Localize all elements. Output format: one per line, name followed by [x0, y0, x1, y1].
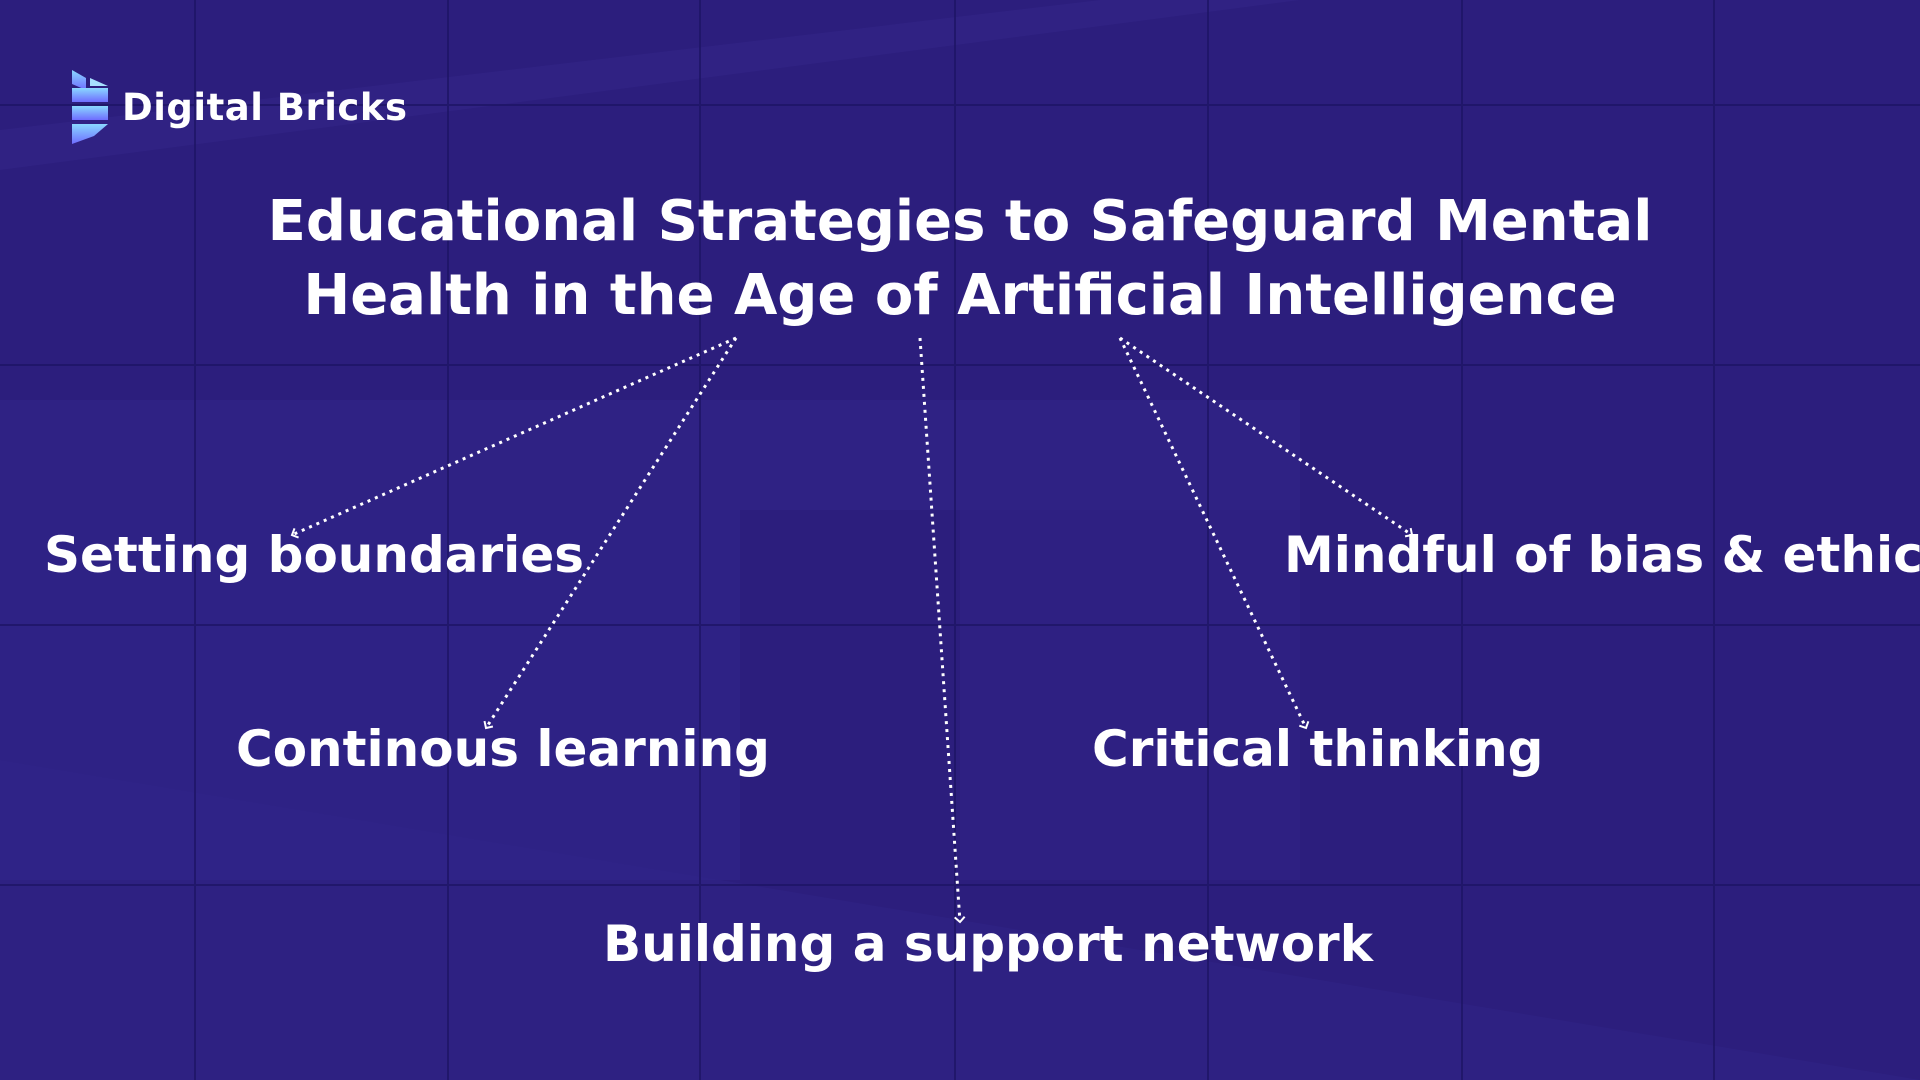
- arrow-to-continuous-learning: [483, 337, 738, 730]
- brand-name: Digital Bricks: [122, 85, 408, 129]
- node-setting-boundaries: Setting boundaries: [44, 526, 584, 584]
- arrow-to-setting-boundaries: [290, 336, 737, 539]
- node-critical-thinking: Critical thinking: [1092, 720, 1544, 778]
- brand-logo: Digital Bricks: [70, 68, 407, 146]
- node-support-network: Building a support network: [603, 915, 1373, 973]
- arrow-to-support-network: [918, 337, 966, 924]
- title-line-1: Educational Strategies to Safeguard Ment…: [267, 189, 1653, 254]
- node-continuous-learning: Continous learning: [236, 720, 770, 778]
- digital-bricks-logo-icon: [72, 70, 108, 144]
- title-line-2: Health in the Age of Artificial Intellig…: [303, 263, 1617, 328]
- arrow-to-critical-thinking: [1118, 337, 1310, 730]
- diagram-title: Educational Strategies to Safeguard Ment…: [260, 185, 1660, 333]
- arrow-to-bias-ethics: [1119, 336, 1414, 538]
- node-bias-ethics: Mindful of bias & ethics: [1284, 526, 1920, 584]
